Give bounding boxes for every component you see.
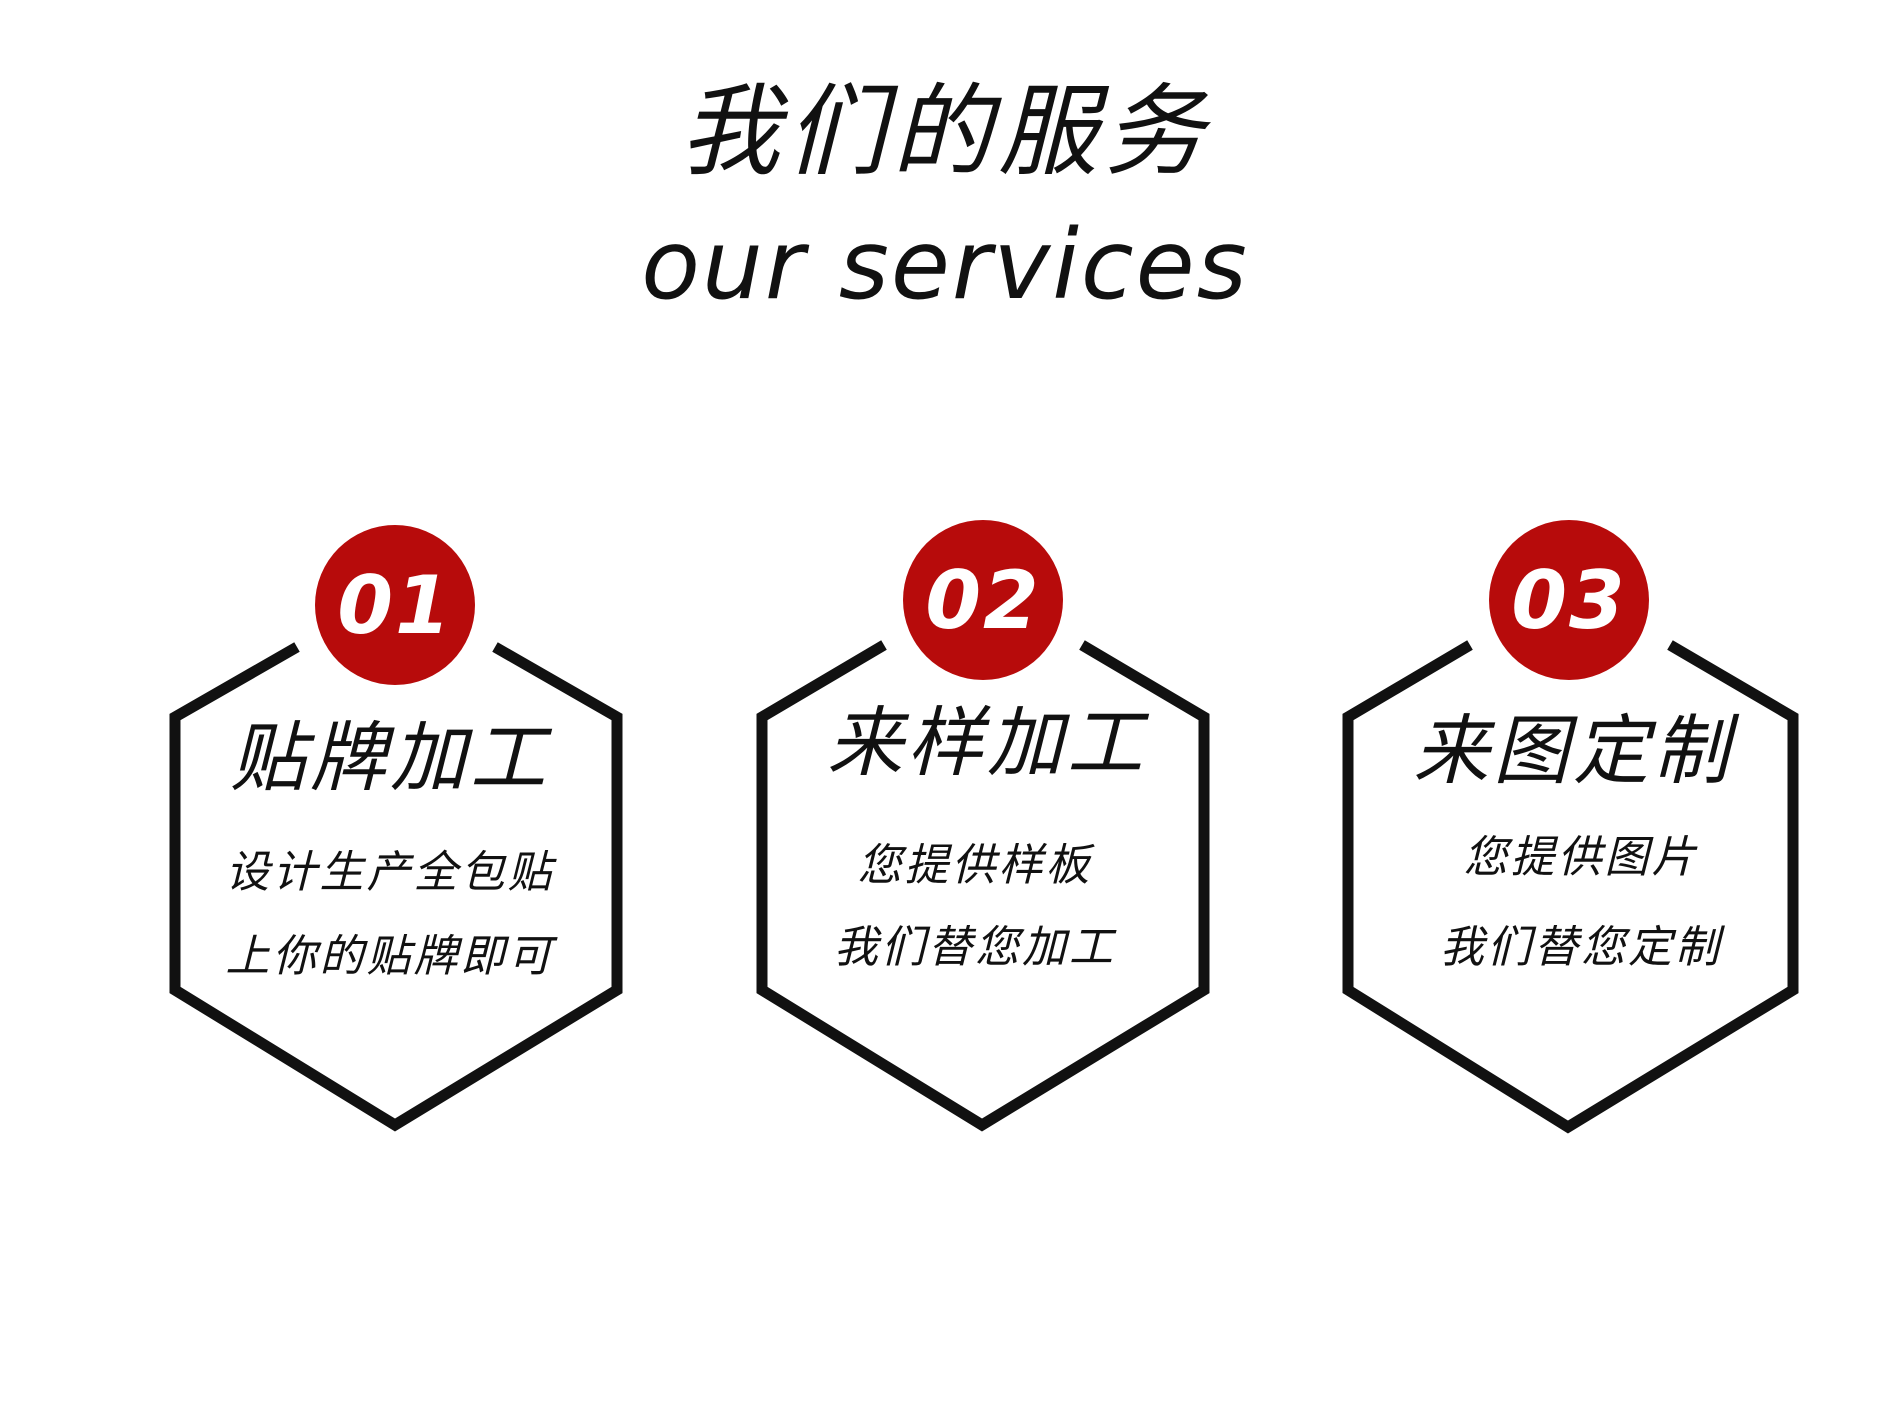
page-title-english: our services <box>641 209 1249 321</box>
service-card-2: 02 来样加工 您提供样板 我们替您加工 <box>756 520 1217 1140</box>
service-card-1: 01 贴牌加工 设计生产全包贴 上你的贴牌即可 <box>169 525 630 1145</box>
hexagon-outline-icon <box>169 642 623 1132</box>
page-title-chinese: 我们的服务 <box>680 73 1210 190</box>
service-description-line-2: 我们替您加工 <box>834 922 1116 973</box>
service-description-line-2: 我们替您定制 <box>1440 922 1722 973</box>
service-description-line-2: 上你的贴牌即可 <box>225 931 555 982</box>
service-number-badge: 02 <box>903 520 1063 680</box>
service-description-line-1: 您提供图片 <box>1463 832 1699 883</box>
service-title: 贴牌加工 <box>230 713 550 802</box>
service-number-badge: 01 <box>315 525 475 685</box>
hexagon-outline-icon <box>1342 640 1799 1134</box>
service-card-3: 03 来图定制 您提供图片 我们替您定制 <box>1342 520 1803 1140</box>
service-description-line-1: 设计生产全包贴 <box>225 847 555 898</box>
service-title: 来样加工 <box>827 698 1147 787</box>
service-number-badge: 03 <box>1489 520 1649 680</box>
hexagon-outline-icon <box>756 640 1210 1132</box>
service-description-line-1: 您提供样板 <box>857 840 1093 891</box>
service-title: 来图定制 <box>1413 706 1733 795</box>
